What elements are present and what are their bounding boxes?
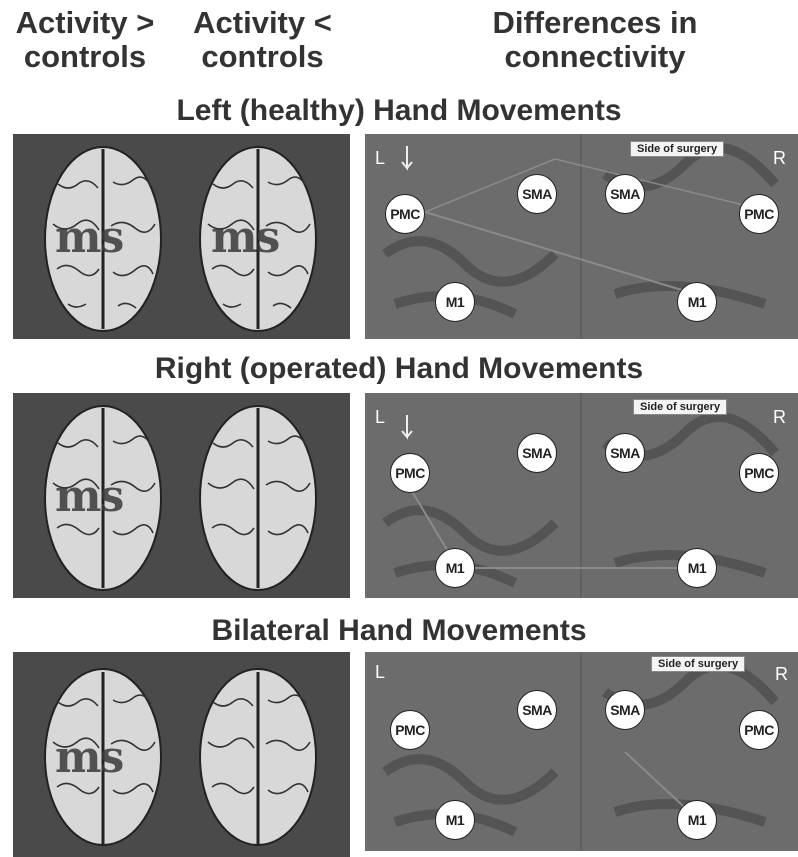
node-pmc-left: PMC <box>390 710 430 750</box>
header-activity-greater-text: Activity > controls <box>16 5 155 74</box>
header-activity-greater: Activity > controls <box>0 6 170 74</box>
row-title-bilateral: Bilateral Hand Movements <box>0 614 798 648</box>
node-sma-left: SMA <box>517 174 557 214</box>
right-marker: R <box>773 148 786 169</box>
connectivity-lines <box>365 393 798 598</box>
node-pmc-left: PMC <box>385 194 425 234</box>
right-marker: R <box>773 407 786 428</box>
ms-overlay-1: ms <box>55 471 122 522</box>
node-sma-right: SMA <box>605 433 645 473</box>
node-m1-left: M1 <box>435 548 475 588</box>
node-pmc-right: PMC <box>739 194 779 234</box>
connectivity-lines <box>365 652 798 851</box>
node-m1-left: M1 <box>435 800 475 840</box>
ms-overlay-1: ms <box>55 732 122 783</box>
node-m1-right: M1 <box>677 282 717 322</box>
connectivity-panel-bilateral: L R Side of surgery PMC SMA SMA PMC M1 M… <box>365 652 798 851</box>
left-marker: L <box>375 407 385 428</box>
node-pmc-right: PMC <box>739 453 779 493</box>
connectivity-lines <box>365 134 798 339</box>
right-marker: R <box>775 664 788 685</box>
side-of-surgery-label: Side of surgery <box>651 656 745 672</box>
node-sma-right: SMA <box>605 174 645 214</box>
left-marker: L <box>375 148 385 169</box>
node-m1-left: M1 <box>435 282 475 322</box>
row-title-left-hand: Left (healthy) Hand Movements <box>0 94 798 128</box>
node-m1-right: M1 <box>677 548 717 588</box>
header-connectivity-text: Differences in connectivity <box>492 5 697 74</box>
node-sma-left: SMA <box>517 433 557 473</box>
header-activity-less: Activity < controls <box>170 6 355 74</box>
ms-overlay-2: ms <box>211 212 278 263</box>
brain-panel-right-hand: ms <box>13 393 350 598</box>
side-of-surgery-label: Side of surgery <box>630 141 724 157</box>
connectivity-panel-left-hand: L R Side of surgery PMC SMA SMA PMC M1 M… <box>365 134 798 339</box>
side-of-surgery-label: Side of surgery <box>633 399 727 415</box>
node-pmc-right: PMC <box>739 710 779 750</box>
node-m1-right: M1 <box>677 800 717 840</box>
header-connectivity: Differences in connectivity <box>400 6 790 74</box>
node-sma-left: SMA <box>517 690 557 730</box>
ms-overlay-1: ms <box>55 212 122 263</box>
left-marker: L <box>375 662 385 683</box>
connectivity-panel-right-hand: L R Side of surgery PMC SMA SMA PMC M1 M… <box>365 393 798 598</box>
brain-panel-bilateral: ms <box>13 652 350 857</box>
row-title-right-hand: Right (operated) Hand Movements <box>0 352 798 386</box>
brain-panel-left-hand: ms ms <box>13 134 350 339</box>
node-pmc-left: PMC <box>390 453 430 493</box>
header-activity-less-text: Activity < controls <box>193 5 332 74</box>
node-sma-right: SMA <box>605 690 645 730</box>
